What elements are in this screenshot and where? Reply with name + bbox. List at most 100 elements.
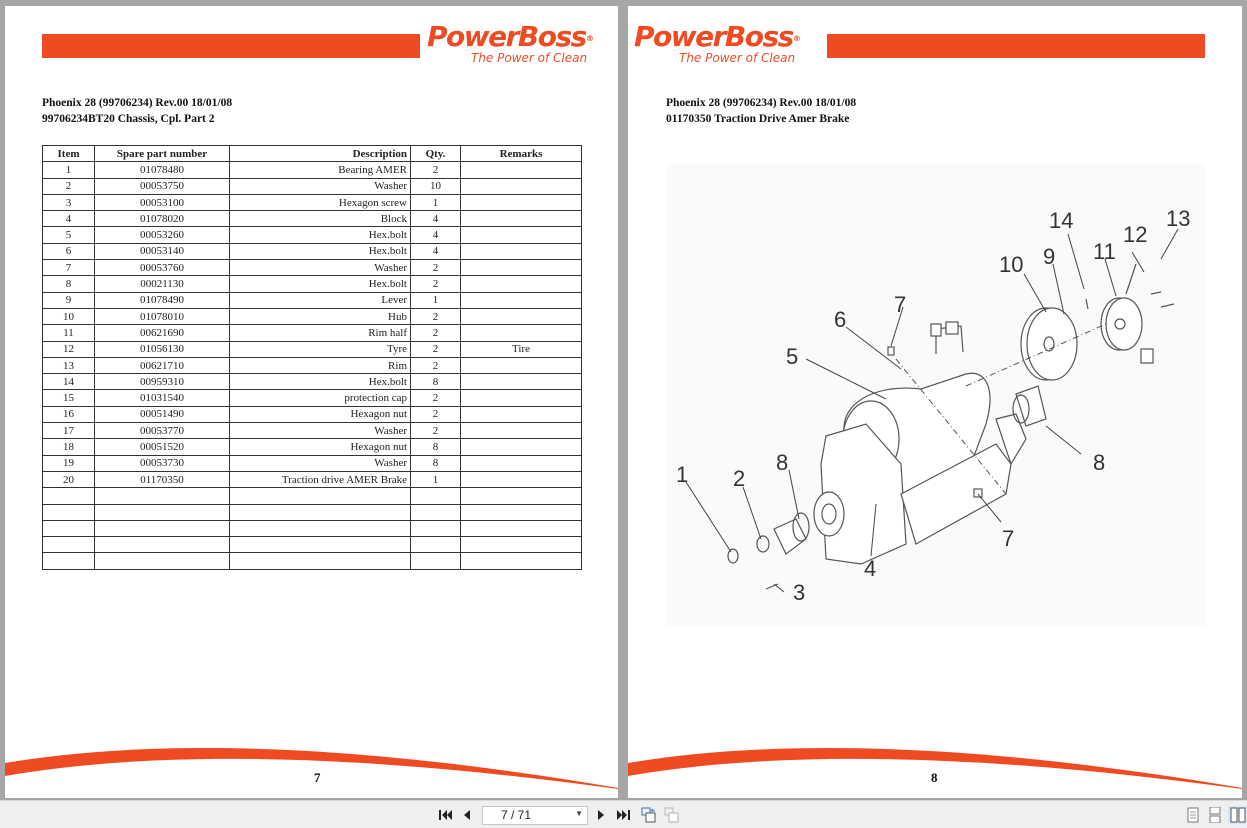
qty-cell: 8	[410, 438, 461, 456]
part-number-cell: 00051520	[94, 438, 230, 456]
description-cell: Rim	[229, 356, 411, 375]
go-back-button[interactable]	[640, 806, 658, 824]
previous-page-button[interactable]	[461, 806, 473, 824]
qty-cell: 2	[410, 161, 461, 179]
go-back-icon	[641, 807, 656, 823]
document-viewer: PowerBoss® The Power of Clean Phoenix 28…	[5, 6, 1242, 798]
item-cell	[42, 519, 95, 538]
col-spare-part-number: Spare part number	[94, 144, 230, 163]
model-revision: Phoenix 28 (99706234) Rev.00 18/01/08	[666, 97, 857, 109]
table-row	[42, 536, 582, 554]
part-number-cell	[94, 487, 230, 505]
facing-pages-view-icon	[1230, 807, 1245, 823]
part-number-cell: 00053260	[94, 226, 230, 244]
remarks-cell	[460, 291, 582, 309]
continuous-view-icon	[1209, 807, 1221, 823]
section-title: 01170350 Traction Drive Amer Brake	[666, 112, 850, 125]
qty-cell: 2	[410, 356, 461, 375]
remarks-cell: Tire	[460, 340, 582, 358]
remarks-cell	[460, 226, 582, 244]
go-forward-button[interactable]	[663, 806, 681, 824]
remarks-cell	[460, 307, 582, 326]
item-cell: 14	[42, 373, 95, 391]
item-cell: 2	[42, 177, 95, 195]
item-cell: 11	[42, 324, 95, 342]
item-cell: 20	[42, 470, 95, 489]
remarks-cell	[460, 470, 582, 489]
footer-swoosh	[628, 748, 1242, 789]
page-7: PowerBoss® The Power of Clean Phoenix 28…	[5, 6, 618, 798]
traction-drive-illustration: 1 2 3 4 5 6 7 7 8 8 9 10 11 12 13 14	[676, 206, 1190, 605]
col-qty: Qty.	[410, 144, 461, 163]
item-cell	[42, 552, 95, 570]
remarks-cell	[460, 373, 582, 391]
item-cell	[42, 503, 95, 521]
page-number-select[interactable]: 7 / 71 ▼	[482, 806, 588, 825]
next-page-icon	[598, 810, 604, 820]
remarks-cell	[460, 356, 582, 375]
first-page-button[interactable]	[438, 806, 454, 824]
page-number: 7	[314, 770, 321, 785]
part-number-cell: 00053100	[94, 193, 230, 212]
part-number-cell: 00053760	[94, 259, 230, 277]
callout-1: 1	[676, 462, 688, 487]
callout-4: 4	[864, 556, 876, 581]
first-page-icon	[439, 810, 452, 820]
description-cell	[229, 503, 411, 521]
page-number: 8	[931, 770, 938, 785]
remarks-cell	[460, 242, 582, 261]
description-cell: Washer	[229, 259, 411, 277]
last-page-button[interactable]	[615, 806, 631, 824]
next-page-button[interactable]	[595, 806, 607, 824]
part-number-cell: 01078480	[94, 161, 230, 179]
description-cell: Traction drive AMER Brake	[229, 470, 411, 489]
description-cell: Hex.bolt	[229, 226, 411, 244]
page-heading: Phoenix 28 (99706234) Rev.00 18/01/08 01…	[666, 96, 856, 127]
remarks-cell	[460, 324, 582, 342]
description-cell: Tyre	[229, 340, 411, 358]
footer-swoosh	[5, 748, 618, 789]
remarks-cell	[460, 454, 582, 472]
facing-pages-view-button[interactable]	[1228, 806, 1247, 824]
item-cell: 6	[42, 242, 95, 261]
qty-cell	[410, 503, 461, 521]
continuous-view-button[interactable]	[1208, 806, 1222, 824]
qty-cell	[410, 536, 461, 554]
qty-cell: 4	[410, 226, 461, 244]
part-number-cell: 01078010	[94, 307, 230, 326]
remarks-cell	[460, 438, 582, 456]
item-cell: 10	[42, 307, 95, 326]
callout-7-top: 7	[894, 292, 906, 317]
part-number-cell	[94, 536, 230, 554]
chevron-down-icon: ▼	[575, 809, 583, 818]
description-cell: Hex.bolt	[229, 275, 411, 293]
callout-14: 14	[1049, 208, 1073, 233]
remarks-cell	[460, 275, 582, 293]
item-cell: 12	[42, 340, 95, 358]
single-page-view-button[interactable]	[1186, 806, 1200, 824]
item-cell	[42, 536, 95, 554]
item-cell: 15	[42, 389, 95, 407]
table-row	[42, 552, 582, 570]
description-cell: protection cap	[229, 389, 411, 407]
item-cell: 18	[42, 438, 95, 456]
qty-cell: 2	[410, 422, 461, 440]
qty-cell: 2	[410, 340, 461, 358]
parts-table: Item Spare part number Description Qty. …	[42, 144, 582, 570]
description-cell	[229, 552, 411, 570]
qty-cell	[410, 552, 461, 570]
item-cell: 1	[42, 161, 95, 179]
remarks-cell	[460, 389, 582, 407]
registered-mark: ®	[585, 34, 594, 43]
qty-cell: 2	[410, 275, 461, 293]
table-row	[42, 503, 582, 521]
